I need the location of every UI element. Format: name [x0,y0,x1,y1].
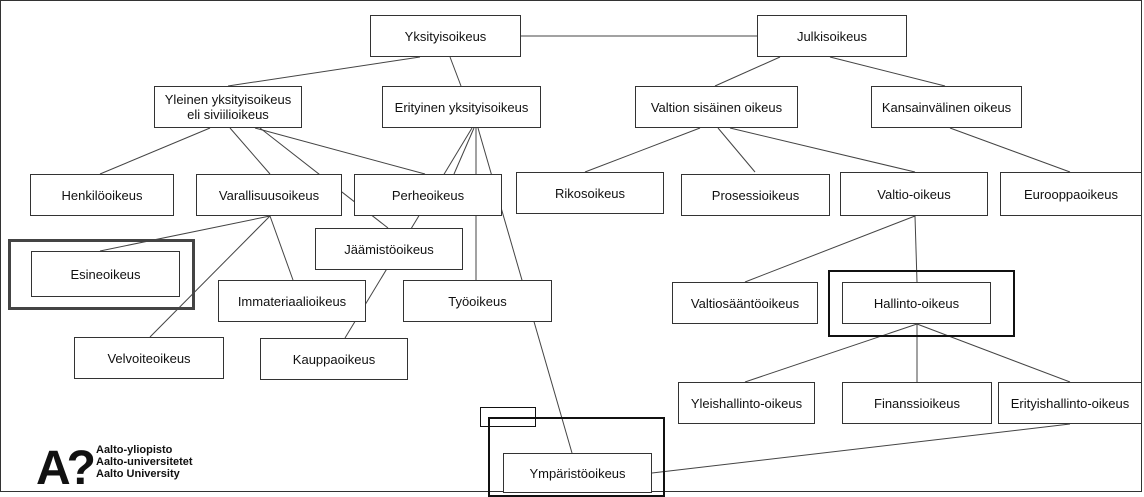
small-empty-box [480,407,536,427]
link-yksityis-yleinen [227,56,421,87]
link-hallinto-erityis [916,323,1071,383]
link-valtion-prosessi [717,127,756,173]
logo-line-3: Aalto University [96,468,180,480]
link-yleinen-perhe [254,127,426,175]
node-hallinto-oikeus: Hallinto-oikeus [842,282,991,324]
highlight-hallinto-oikeus [828,270,1015,337]
node-valtiosaantooikeus: Valtiosääntöoikeus [672,282,818,324]
link-julkis-valtion [714,56,781,87]
node-varallisuusoikeus: Varallisuusoikeus [196,174,342,216]
node-immateriaalioikeus: Immateriaalioikeus [218,280,366,322]
node-henkilooikeus: Henkilöoikeus [30,174,174,216]
node-kansainvalinen-oikeus: Kansainvälinen oikeus [871,86,1022,128]
node-tyooikeus: Työoikeus [403,280,552,322]
link-erityinen-perhe [453,127,475,175]
node-rikosoikeus: Rikosoikeus [516,172,664,214]
node-yleinen-yksityisoikeus: Yleinen yksityisoikeus eli siviilioikeus [154,86,302,128]
aalto-logo-text: Aalto-yliopisto Aalto-universitetet Aalt… [96,444,193,480]
link-varall-esine [99,215,271,252]
node-perheoikeus: Perheoikeus [354,174,502,216]
node-eurooppaoikeus: Eurooppaoikeus [1000,172,1142,216]
link-hallinto-yleis [744,323,918,383]
node-yksityisoikeus: Yksityisoikeus [370,15,521,57]
node-ymparistooikeus: Ympäristöoikeus [503,453,652,493]
link-julkis-kansainv [829,56,946,87]
link-varall-immat [269,215,294,281]
link-yksityis-erityinen [449,56,462,87]
link-erityis-ymparisto [651,423,1071,474]
logo-line-2: Aalto-universitetet [96,456,193,468]
node-valtio-oikeus: Valtio-oikeus [840,172,988,216]
node-erityishallinto-oikeus: Erityishallinto-oikeus [998,382,1142,424]
link-valtion-valtio [729,127,916,173]
node-erityinen-yksityisoikeus: Erityinen yksityisoikeus [382,86,541,128]
link-valtion-rikos [584,127,701,173]
logo-line-1: Aalto-yliopisto [96,444,173,456]
aalto-logo-mark: A? [36,442,96,495]
node-jaamistooikeus: Jäämistöoikeus [315,228,463,270]
link-yleinen-henkilo [99,127,211,175]
node-valtion-sisainen-oikeus: Valtion sisäinen oikeus [635,86,798,128]
node-prosessioikeus: Prosessioikeus [681,174,830,216]
link-yleinen-varall [229,127,271,175]
highlight-esineoikeus [8,239,195,310]
node-kauppaoikeus: Kauppaoikeus [260,338,408,380]
link-varall-velvoite [149,215,271,338]
node-finanssioikeus: Finanssioikeus [842,382,992,424]
node-julkisoikeus: Julkisoikeus [757,15,907,57]
link-valtio-valtiosaanto [744,215,916,283]
link-kansainv-euroopa [949,127,1071,173]
node-velvoiteoikeus: Velvoiteoikeus [74,337,224,379]
node-esineoikeus: Esineoikeus [31,251,180,297]
node-yleishallinto-oikeus: Yleishallinto-oikeus [678,382,815,424]
